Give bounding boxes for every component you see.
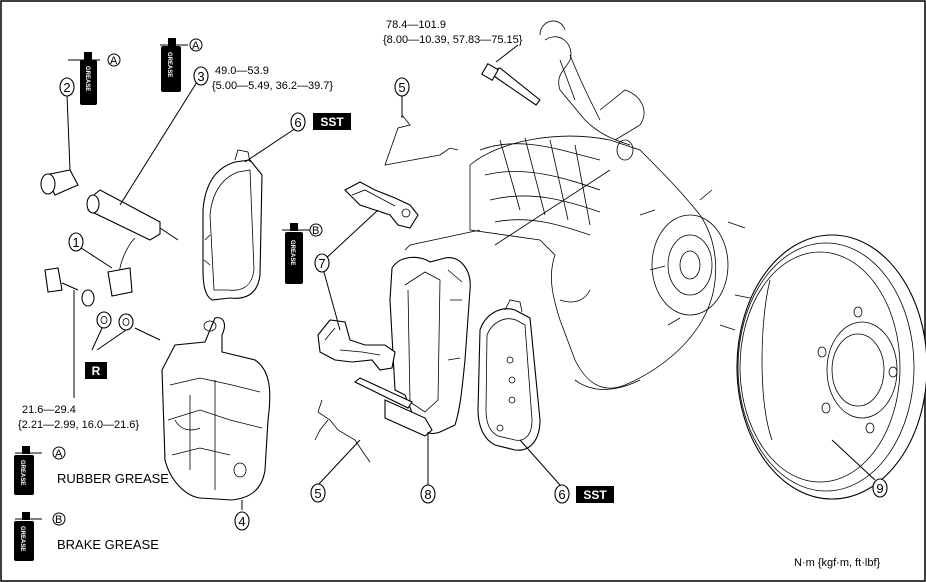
callout-5-bottom: 5	[310, 483, 326, 503]
grease-can-a-top-left: GREASE A	[68, 52, 121, 105]
brake-disc	[736, 234, 926, 500]
svg-text:1: 1	[72, 235, 79, 250]
callout-8: 8	[420, 484, 436, 504]
svg-text:SST: SST	[583, 488, 607, 502]
svg-text:R: R	[92, 364, 101, 378]
svg-text:B: B	[312, 225, 319, 237]
svg-text:{5.00—5.49, 36.2—39.7}: {5.00—5.49, 36.2—39.7}	[212, 80, 333, 92]
svg-text:5: 5	[314, 486, 321, 501]
svg-text:4: 4	[238, 514, 245, 529]
leader-lines	[66, 81, 876, 510]
brake-pad-outer	[477, 299, 541, 451]
svg-text:5: 5	[398, 80, 405, 95]
steering-knuckle	[404, 20, 751, 390]
pad-clips	[317, 181, 419, 371]
callout-3: 3	[193, 66, 209, 86]
caliper-bracket	[353, 256, 471, 437]
svg-text:GREASE: GREASE	[289, 240, 295, 265]
svg-text:21.6—29.4: 21.6—29.4	[22, 404, 76, 416]
svg-text:SST: SST	[320, 115, 344, 129]
svg-text:A: A	[110, 55, 118, 67]
svg-text:RUBBER GREASE: RUBBER GREASE	[57, 471, 169, 486]
caliper-body	[161, 317, 271, 501]
svg-text:GREASE: GREASE	[166, 52, 172, 77]
legend-rubber-grease: GREASE A RUBBER GREASE	[14, 446, 169, 495]
svg-text:2: 2	[63, 80, 70, 95]
svg-text:A: A	[192, 40, 200, 52]
callout-7: 7	[314, 253, 330, 273]
callout-5-top: 5	[394, 77, 410, 97]
svg-text:9: 9	[876, 481, 883, 496]
callout-6-bottom: 6	[554, 484, 570, 504]
svg-text:GREASE: GREASE	[19, 460, 25, 485]
brake-pad-inner	[202, 149, 263, 301]
guide-pin-and-bushing	[40, 169, 179, 241]
torque-spec-guide-pin: 49.0—53.9 {5.00—5.49, 36.2—39.7}	[212, 65, 333, 92]
callout-6-top: 6	[290, 112, 306, 132]
svg-text:49.0—53.9: 49.0—53.9	[215, 65, 269, 77]
callout-4: 4	[234, 511, 250, 531]
torque-units-label: N·m {kgf·m, ft·lbf}	[794, 557, 881, 569]
torque-spec-hose-bolt: 21.6—29.4 {2.21—2.99, 16.0—21.6}	[18, 404, 139, 431]
grease-can-a-top-center: GREASE A	[160, 38, 203, 92]
svg-text:{8.00—10.39, 57.83—75.15}: {8.00—10.39, 57.83—75.15}	[383, 34, 523, 46]
replace-badge-r: R	[85, 362, 107, 379]
callout-9: 9	[872, 478, 888, 498]
grease-can-b-middle: GREASE B	[282, 223, 323, 284]
svg-text:GREASE: GREASE	[19, 526, 25, 551]
sst-badge-bottom: SST	[576, 486, 614, 503]
svg-text:8: 8	[424, 487, 431, 502]
anti-rattle-springs	[314, 114, 459, 463]
brake-hose-fitting	[44, 237, 161, 341]
svg-text:{2.21—2.99, 16.0—21.6}: {2.21—2.99, 16.0—21.6}	[18, 419, 139, 431]
svg-text:GREASE: GREASE	[84, 66, 90, 91]
sst-badge-top: SST	[313, 113, 351, 130]
svg-text:B: B	[55, 514, 62, 526]
torque-spec-knuckle-bolt: 78.4—101.9 {8.00—10.39, 57.83—75.15}	[383, 19, 523, 46]
callout-2: 2	[59, 77, 75, 97]
svg-text:78.4—101.9: 78.4—101.9	[386, 19, 446, 31]
svg-text:7: 7	[318, 256, 325, 271]
svg-text:A: A	[55, 448, 63, 460]
svg-text:3: 3	[197, 69, 204, 84]
svg-text:BRAKE GREASE: BRAKE GREASE	[57, 537, 159, 552]
legend-brake-grease: GREASE B BRAKE GREASE	[14, 512, 159, 561]
svg-text:6: 6	[294, 115, 301, 130]
callout-1: 1	[68, 232, 84, 252]
svg-text:6: 6	[558, 487, 565, 502]
